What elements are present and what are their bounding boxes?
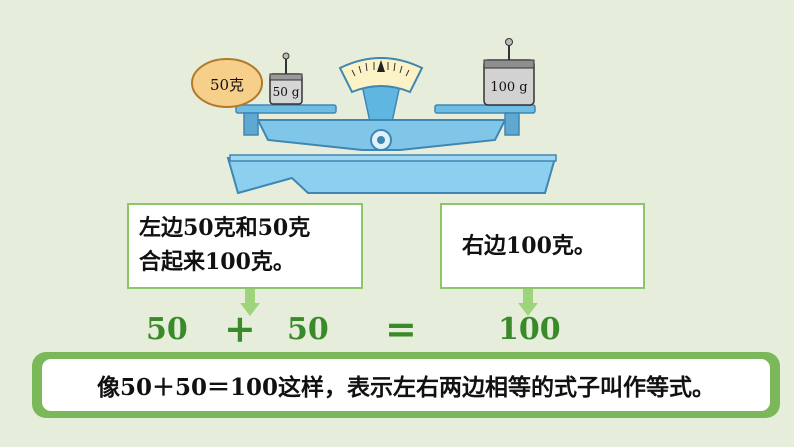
left-side-note: 左边50克和50克 合起来100克。 — [127, 203, 363, 289]
small-weight-rim — [269, 73, 303, 81]
scale-pivot-center — [377, 136, 385, 144]
small-weight-label: 50 g — [273, 85, 300, 99]
right-note-text: 右边100克。 — [462, 233, 596, 259]
dial-ticks — [351, 62, 410, 77]
left-note-line-1: 左边50克和50克 — [139, 215, 311, 241]
equation-equals: = — [385, 306, 417, 351]
big-weight-knob — [505, 38, 513, 46]
left-pan-post — [243, 112, 259, 136]
left-pan — [235, 104, 337, 114]
right-side-note: 右边100克。 — [440, 203, 645, 289]
equation-plus: + — [224, 306, 256, 351]
equation-left-operand: 50 — [146, 312, 188, 347]
right-down-arrow-icon — [518, 289, 538, 316]
small-weight-knob — [282, 52, 290, 60]
equation-result: 100 — [498, 312, 561, 347]
left-note-line-2: 合起来100克。 — [139, 249, 295, 275]
right-pan-post — [504, 112, 520, 136]
right-pan — [434, 104, 536, 114]
definition-box: 像50＋50＝100这样，表示左右两边相等的式子叫作等式。 — [32, 352, 780, 418]
definition-text: 像50＋50＝100这样，表示左右两边相等的式子叫作等式。 — [42, 359, 770, 411]
equation-right-operand: 50 — [287, 312, 329, 347]
scale-column — [361, 84, 401, 123]
dial-needle — [377, 60, 385, 72]
left-down-arrow-icon — [240, 289, 260, 316]
big-weight-rim — [483, 59, 535, 69]
scale-base-top — [229, 154, 557, 162]
big-weight-label: 100 g — [490, 80, 527, 95]
egg — [191, 58, 263, 108]
scale-base — [226, 157, 557, 195]
balance-scale-illustration: 50克 50 g 100 g — [191, 38, 557, 195]
egg-label: 50克 — [210, 76, 244, 94]
